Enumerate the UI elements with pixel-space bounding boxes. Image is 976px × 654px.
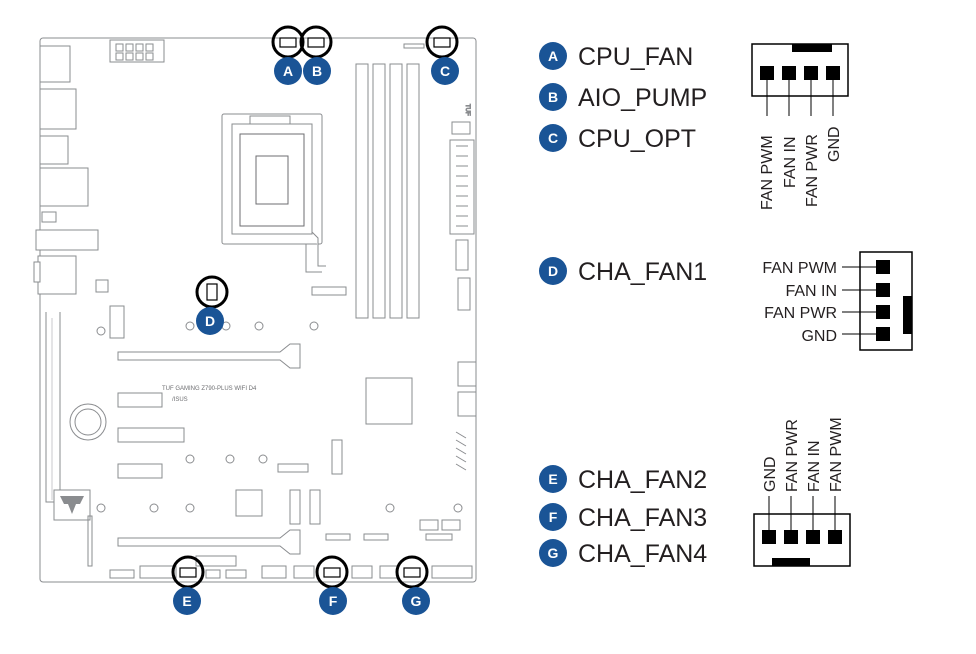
svg-text:B: B [312, 63, 322, 79]
pin-label-top-3: FAN PWR [804, 134, 821, 207]
badge-e: E [173, 587, 201, 615]
pin-label-bottom-4: FAN PWM [828, 417, 845, 492]
svg-text:E: E [182, 593, 191, 609]
board-badges: A B C D E F G [173, 57, 459, 615]
legend-item-a: A CPU_FAN [539, 42, 693, 71]
svg-text:A: A [283, 63, 293, 79]
pin-label-bottom-2: FAN PWR [784, 419, 801, 492]
badge-c: C [431, 57, 459, 85]
pinout-middle: FAN PWM FAN IN FAN PWR GND [762, 251, 913, 351]
pin-label-top-2: FAN IN [782, 136, 799, 188]
header-circle-b [299, 25, 333, 59]
badge-g: G [402, 587, 430, 615]
atx-power-connector [449, 121, 475, 311]
svg-text:B: B [548, 89, 558, 105]
legend-item-f: F CHA_FAN3 [539, 503, 707, 532]
svg-text:C: C [440, 63, 450, 79]
pcie-slots [117, 343, 301, 555]
pinout-bottom: GND FAN PWR FAN IN FAN PWM [753, 417, 851, 567]
badge-b: B [303, 57, 331, 85]
pin-label-middle-3: FAN PWR [764, 305, 837, 322]
board-logo-text: TUF [464, 104, 470, 116]
header-circle-f [315, 555, 349, 589]
badge-d: D [196, 307, 224, 335]
legend-label-cpu-fan: CPU_FAN [578, 43, 693, 71]
cpu-power-connector [109, 39, 165, 63]
tuf-logo [53, 489, 91, 521]
motherboard: TUF [33, 37, 477, 583]
pin-label-top-4: GND [826, 126, 843, 162]
pinout-top: FAN PWM FAN IN FAN PWR GND [751, 43, 849, 210]
svg-text:E: E [548, 471, 557, 487]
header-circle-g [395, 555, 429, 589]
legend-label-cha-fan3: CHA_FAN3 [578, 504, 707, 532]
chipset [365, 377, 413, 425]
pin-label-top-1: FAN PWM [759, 135, 776, 210]
svg-text:F: F [549, 509, 558, 525]
svg-text:G: G [411, 593, 422, 609]
legend-label-cha-fan2: CHA_FAN2 [578, 466, 707, 494]
header-circle-e [171, 555, 205, 589]
connector-key-top [792, 44, 832, 52]
dimm-slots [355, 63, 420, 319]
badge-f: F [319, 587, 347, 615]
legend-item-g: G CHA_FAN4 [539, 539, 707, 568]
legend-item-b: B AIO_PUMP [539, 83, 707, 112]
pin-label-middle-1: FAN PWM [762, 260, 837, 277]
legend-label-aio-pump: AIO_PUMP [578, 84, 707, 112]
legend-label-cha-fan4: CHA_FAN4 [578, 540, 707, 568]
svg-text:D: D [205, 313, 215, 329]
svg-text:A: A [548, 48, 558, 64]
pin-label-middle-2: FAN IN [785, 283, 837, 300]
cpu-socket [221, 113, 326, 273]
legend: A CPU_FAN B AIO_PUMP C CPU_OPT D CHA_FAN… [539, 42, 707, 568]
pin-label-middle-4: GND [801, 328, 837, 345]
legend-label-cha-fan1: CHA_FAN1 [578, 258, 707, 286]
header-highlights [171, 25, 459, 589]
legend-item-e: E CHA_FAN2 [539, 465, 707, 494]
svg-text:G: G [548, 545, 559, 561]
header-circle-d [195, 275, 229, 309]
connector-key-bottom [772, 558, 810, 566]
pin-label-bottom-3: FAN IN [806, 440, 823, 492]
legend-label-cpu-opt: CPU_OPT [578, 125, 696, 153]
pin-label-bottom-1: GND [762, 456, 779, 492]
legend-item-c: C CPU_OPT [539, 124, 696, 153]
badge-a: A [274, 57, 302, 85]
board-model-text: TUF GAMING Z790-PLUS WIFI D4 [162, 386, 257, 392]
board-brand-text: /ISUS [172, 397, 188, 403]
header-circle-c [425, 25, 459, 59]
rear-io-ports [33, 45, 99, 295]
svg-text:C: C [548, 130, 558, 146]
standoffs [96, 321, 463, 513]
legend-item-d: D CHA_FAN1 [539, 257, 707, 286]
connector-key-middle [903, 296, 912, 334]
svg-text:F: F [329, 593, 338, 609]
svg-text:D: D [548, 263, 558, 279]
